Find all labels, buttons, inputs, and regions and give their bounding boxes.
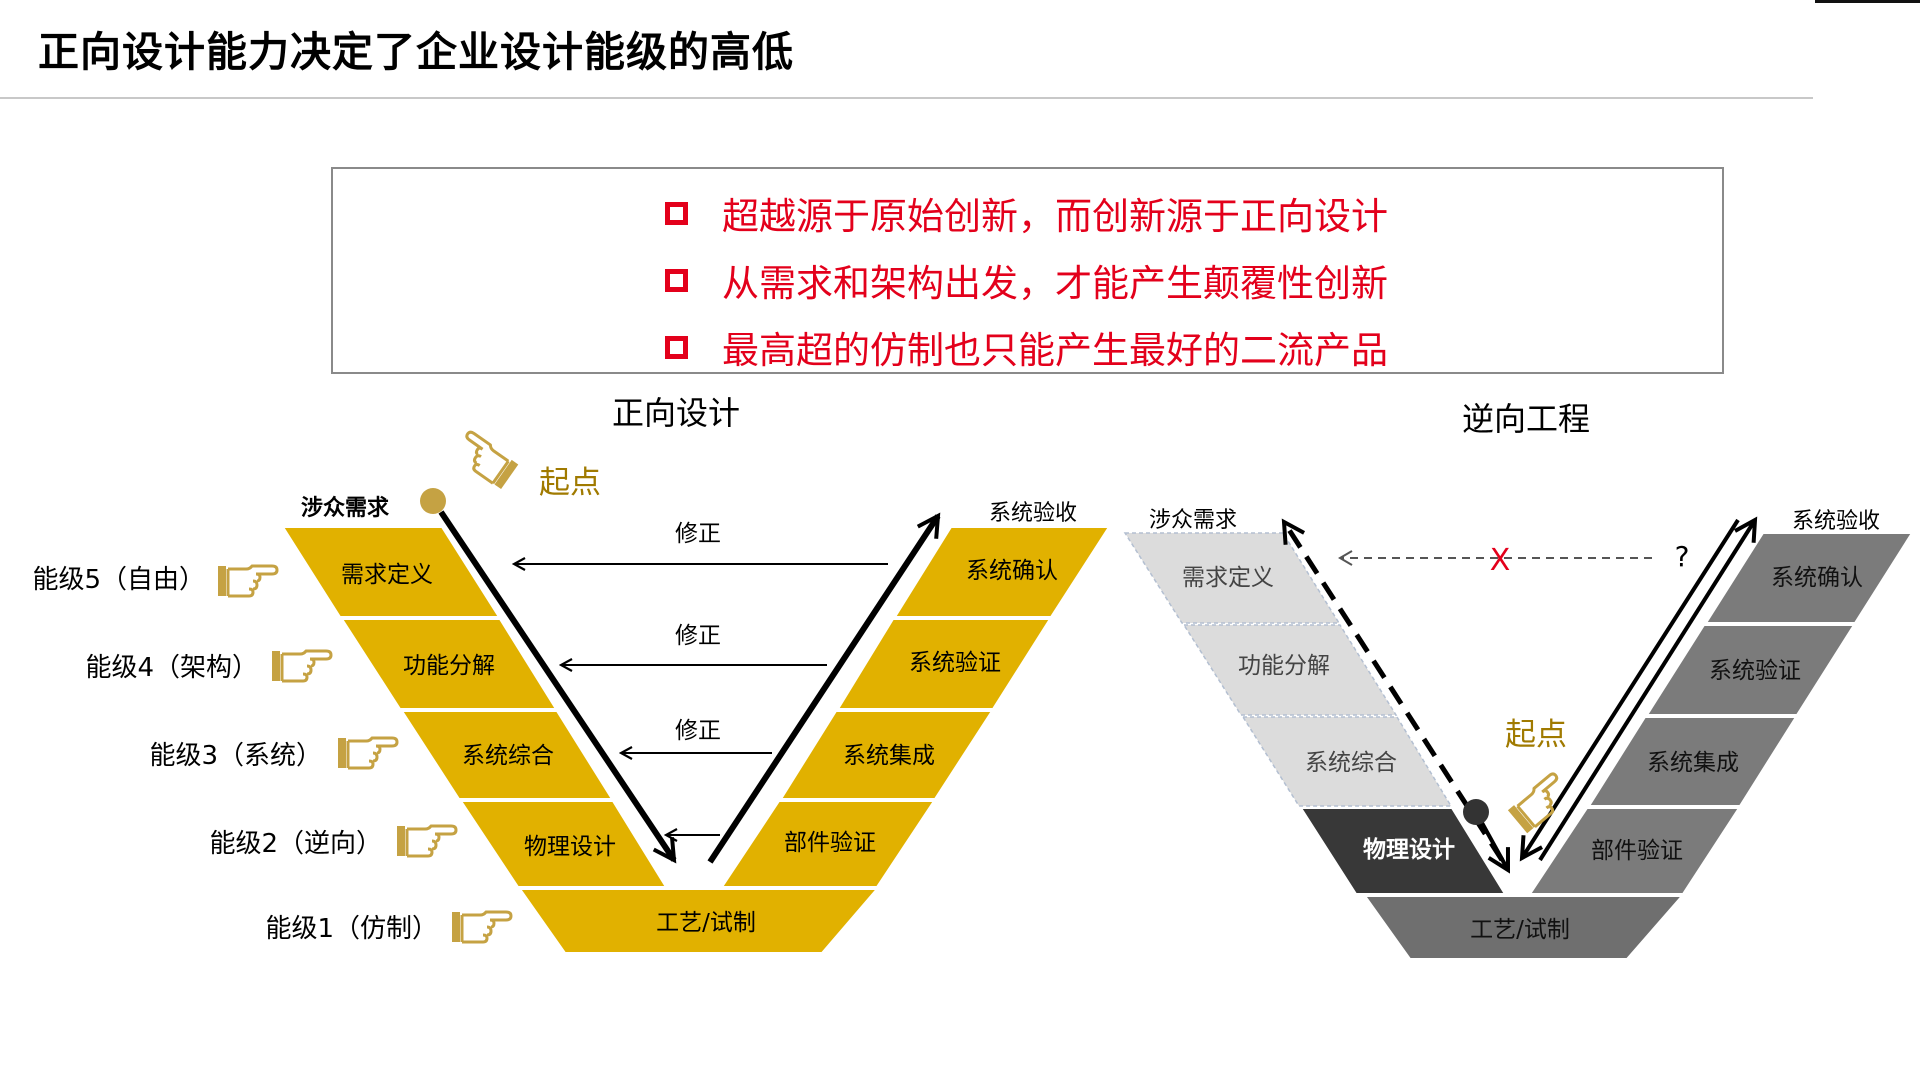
level-label: 能级3（系统） [149,741,322,771]
title-divider [0,97,1813,99]
message-text: 从需求和架构出发，才能产生颠覆性创新 [722,262,1388,305]
stage-label: 物理设计 [1363,836,1455,863]
message-text: 最高超的仿制也只能产生最好的二流产品 [722,329,1388,372]
reverse-right-arm [1528,532,1914,895]
stage-label: 系统验证 [909,650,1001,676]
red-checkbox-icon [665,268,688,292]
forward-left-arm [281,526,668,888]
level-label: 能级2（逆向） [209,829,382,859]
question-mark: ? [1675,540,1690,573]
pointing-hand-icon [336,736,399,770]
slide-title: 正向设计能力决定了企业设计能级的高低 [38,28,794,76]
message-line: 从需求和架构出发，才能产生颠覆性创新 [665,250,1388,310]
correction-label: 修正 [675,718,721,744]
pointing-hand-icon [450,910,513,944]
start-dot [420,488,446,514]
stage-label: 需求定义 [341,562,433,588]
descending-arrow [438,510,677,860]
correction-label: 修正 [675,521,721,547]
stage-label: 部件验证 [784,830,876,856]
stage-label: 物理设计 [524,834,616,860]
reverse-start-label: 涉众需求 [1149,508,1237,533]
pointing-hand-icon [270,649,333,683]
correction-label: 修正 [675,623,721,649]
reverse-bottom-stage [1363,895,1685,960]
forward-bottom-stage [518,888,880,954]
corner-mark [1815,0,1920,3]
ascending-arrow [1538,520,1755,862]
pointing-hand-icon [216,564,279,598]
pointing-hand-icon [395,824,458,858]
stage-label: 需求定义 [1182,565,1274,591]
stage-label: 系统确认 [966,558,1058,584]
forward-right-arm [720,526,1111,888]
reverse-end-label: 系统验收 [1792,509,1880,534]
stage-label: 部件验证 [1591,838,1683,864]
reverse-heading: 逆向工程 [1462,400,1590,438]
stage-label: 系统验证 [1709,658,1801,684]
message-line: 超越源于原始创新，而创新源于正向设计 [665,183,1388,243]
reverse-left-arm [1123,532,1507,895]
red-checkbox-icon [665,335,688,359]
stage-label: 功能分解 [403,653,495,679]
stage-label: 工艺/试制 [1470,917,1570,943]
level-label: 能级5（自由） [32,565,205,595]
message-box [331,167,1724,374]
returning-arrow [1522,518,1740,858]
forward-heading: 正向设计 [612,394,740,432]
stage-label: 系统集成 [1647,750,1739,776]
reverse-start-point-label: 起点 [1505,717,1567,753]
stage-label: 系统集成 [843,743,935,769]
message-text: 超越源于原始创新，而创新源于正向设计 [722,195,1388,238]
forward-start-point-label: 起点 [539,465,601,501]
level-label: 能级4（架构） [85,653,258,683]
stage-label: 功能分解 [1238,653,1330,679]
message-line: 最高超的仿制也只能产生最好的二流产品 [665,317,1388,377]
ascending-arrow [707,516,941,864]
forward-end-label: 系统验收 [989,501,1077,526]
stage-label: 系统确认 [1771,565,1863,591]
stage-label: 系统综合 [1305,750,1397,776]
dashed-ascending-arrow [1284,522,1505,862]
forward-start-label: 涉众需求 [301,496,389,521]
pointing-hand-icon [451,429,520,491]
start-dot [1463,799,1489,825]
stage-label: 工艺/试制 [656,910,756,936]
red-checkbox-icon [665,201,688,225]
cross-mark: X [1490,543,1511,578]
level-label: 能级1（仿制） [265,914,438,944]
stage-label: 系统综合 [462,743,554,769]
